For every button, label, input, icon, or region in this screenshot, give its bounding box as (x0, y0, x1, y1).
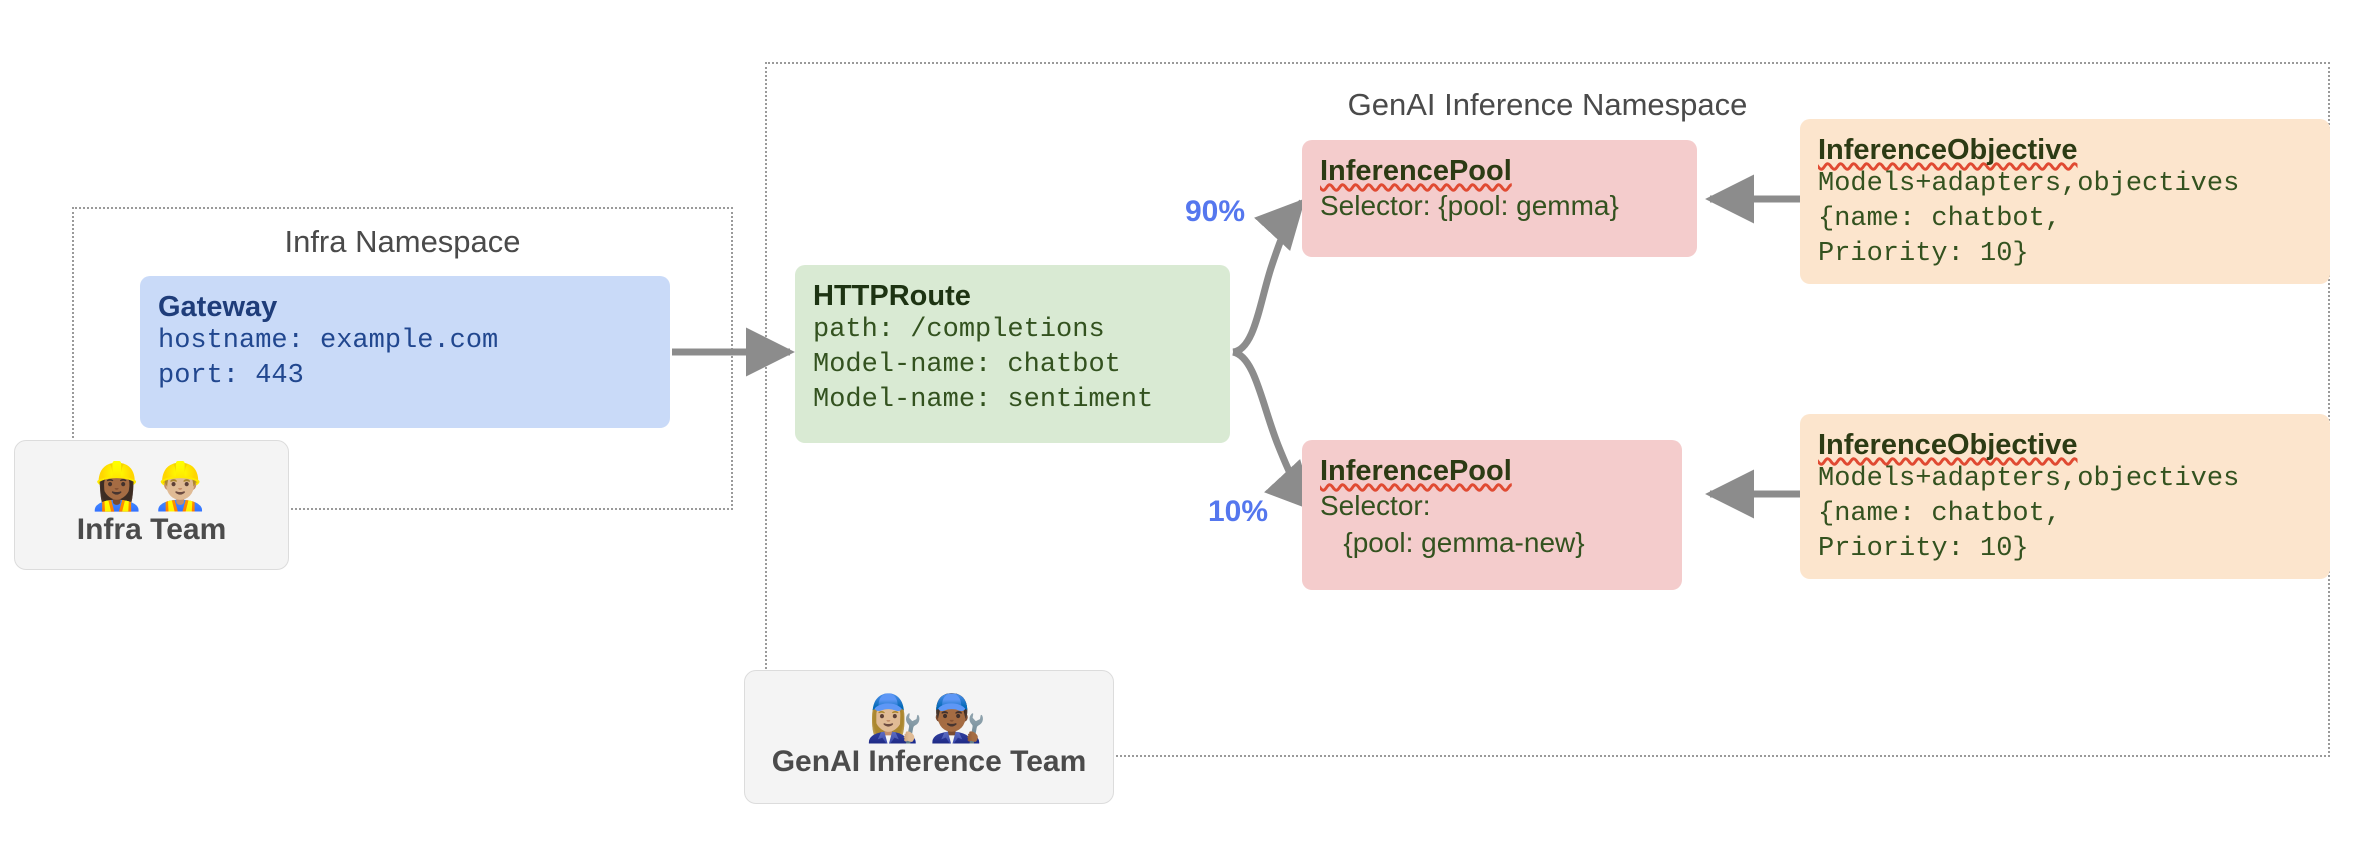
gateway-title: Gateway (158, 291, 278, 323)
inferencepool-gemma-new-selector-value: {pool: gemma-new} (1320, 526, 1585, 558)
genai-team-label: GenAI Inference Team (771, 745, 1087, 778)
inferenceobjective-top-priority: Priority: 10} (1818, 239, 2029, 270)
card-genai-inference-team[interactable]: 👩🏼‍🔧👨🏾‍🔧 GenAI Inference Team (744, 670, 1114, 804)
infra-team-avatars: 👷🏾‍♀️👷🏼‍♂️ (88, 459, 215, 513)
namespace-infra-title: Infra Namespace (284, 224, 521, 259)
inferenceobjective-bottom-priority: Priority: 10} (1818, 534, 2029, 565)
httproute-title: HTTPRoute (813, 280, 971, 312)
inferenceobjective-bottom-name: {name: chatbot, (1818, 499, 2062, 530)
inferenceobjective-bottom-title: InferenceObjective (1818, 429, 2078, 461)
gateway-port: port: 443 (158, 361, 304, 392)
node-inferencepool-gemma-new[interactable]: InferencePool Selector: {pool: gemma-new… (1302, 440, 1682, 590)
weight-label-90: 90% (1185, 195, 1246, 228)
httproute-model-sentiment: Model-name: sentiment (813, 385, 1154, 416)
namespace-genai-boundary (765, 62, 2330, 757)
genai-team-avatars: 👩🏼‍🔧👨🏾‍🔧 (865, 691, 993, 745)
node-inferencepool-gemma[interactable]: InferencePool Selector: {pool: gemma} (1302, 140, 1697, 257)
namespace-infra-boundary (72, 207, 733, 510)
inferenceobjective-bottom-models: Models+adapters,objectives (1818, 464, 2240, 495)
inferencepool-gemma-selector: Selector: {pool: gemma} (1320, 190, 1619, 222)
weight-label-10: 10% (1208, 495, 1269, 528)
httproute-path: path: /completions (813, 315, 1105, 346)
inferenceobjective-top-name: {name: chatbot, (1818, 204, 2062, 235)
card-infra-team[interactable]: 👷🏾‍♀️👷🏼‍♂️ Infra Team (14, 440, 289, 570)
node-httproute[interactable]: HTTPRoute path: /completions Model-name:… (795, 265, 1230, 443)
inferenceobjective-top-models: Models+adapters,objectives (1818, 169, 2240, 200)
node-inferenceobjective-top[interactable]: InferenceObjective Models+adapters,objec… (1800, 119, 2330, 284)
gateway-hostname: hostname: example.com (158, 326, 499, 357)
httproute-model-chatbot: Model-name: chatbot (813, 350, 1121, 381)
inferencepool-gemma-new-title: InferencePool (1320, 455, 1512, 487)
inferencepool-gemma-title: InferencePool (1320, 155, 1512, 187)
node-inferenceobjective-bottom[interactable]: InferenceObjective Models+adapters,objec… (1800, 414, 2330, 579)
infra-team-label: Infra Team (76, 513, 227, 546)
node-gateway[interactable]: Gateway hostname: example.com port: 443 (140, 276, 670, 428)
inferencepool-gemma-new-selector: Selector: (1320, 490, 1431, 522)
namespace-genai-title: GenAI Inference Namespace (1347, 87, 1748, 122)
inferenceobjective-top-title: InferenceObjective (1818, 134, 2078, 166)
